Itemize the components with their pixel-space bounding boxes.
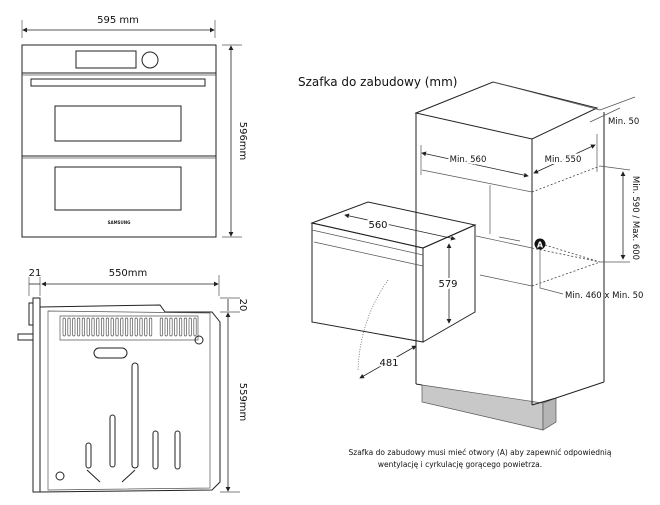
vent-slot xyxy=(67,317,71,337)
cabinet-plinth xyxy=(421,384,544,431)
vent-slot xyxy=(125,317,129,337)
installation-title: Szafka do zabudowy (mm) xyxy=(298,75,457,89)
oven-width-label: 560 xyxy=(368,220,387,231)
vent-slots xyxy=(62,317,197,337)
vent-slot xyxy=(188,317,192,337)
oven-height-label: 579 xyxy=(438,279,457,290)
vent-slot xyxy=(101,317,105,337)
oven-body-side xyxy=(39,304,221,493)
upper-window xyxy=(54,105,182,142)
vent-slot xyxy=(179,317,183,337)
vent-slot xyxy=(115,317,119,337)
display-panel xyxy=(75,50,137,69)
oven-front-face xyxy=(311,222,424,343)
front-thickness-label: 21 xyxy=(29,268,42,279)
vent-slot xyxy=(129,317,133,337)
vent-slot xyxy=(91,317,95,337)
vent-slot xyxy=(144,317,148,337)
oven-front-outline xyxy=(21,44,217,238)
top-offset-label: 20 xyxy=(237,299,248,312)
lower-window xyxy=(54,166,182,211)
vent-slot xyxy=(110,317,114,337)
vent-marker-label: A xyxy=(537,241,544,250)
note-line-2: wentylację i cyrkulację gorącego powietr… xyxy=(378,460,542,469)
vent-slot xyxy=(62,317,66,337)
body-height-label: 559mm xyxy=(237,383,248,422)
vent-slot xyxy=(169,317,173,337)
front-panel-profile xyxy=(32,297,41,493)
side-view: 21 550mm 20 559mm xyxy=(17,268,248,493)
oval-port xyxy=(93,347,128,359)
vent-slot xyxy=(105,317,109,337)
front-height-label: 596mm xyxy=(237,122,248,161)
vent-slot xyxy=(72,317,76,337)
vent-slot xyxy=(174,317,178,337)
front-view: 595 mm SAMSUNG 596mm xyxy=(21,15,248,238)
vent-marker-a xyxy=(534,238,546,250)
vent-slot xyxy=(96,317,100,337)
rear-gap-label: Min. 50 xyxy=(608,117,639,127)
installation-view: Szafka do zabudowy (mm) 560 579 481 Min. xyxy=(298,75,643,469)
vent-opening-label: Min. 460 x Min. 50 xyxy=(565,291,643,301)
vent-slot xyxy=(183,317,187,337)
front-width-label: 595 mm xyxy=(97,15,139,26)
vent-slot xyxy=(139,317,143,337)
door-swing-label: 481 xyxy=(379,358,398,369)
niche-width-label: Min. 560 xyxy=(450,155,487,165)
brand-logo: SAMSUNG xyxy=(108,220,131,225)
vent-slot xyxy=(134,317,138,337)
niche-height-label: Min. 590 / Max. 600 xyxy=(630,176,640,260)
control-knob xyxy=(141,51,159,69)
vent-slot xyxy=(164,317,168,337)
vent-slot xyxy=(149,317,153,337)
niche-depth-label: Min. 550 xyxy=(545,155,582,165)
note-line-1: Szafka do zabudowy musi mieć otwory (A) … xyxy=(349,448,612,457)
door-handle xyxy=(30,78,206,87)
vent-slot xyxy=(193,317,197,337)
cabinet-top xyxy=(414,81,599,140)
vent-slot xyxy=(77,317,81,337)
vent-slot xyxy=(86,317,90,337)
vent-slot xyxy=(120,317,124,337)
knob-profile xyxy=(17,333,34,341)
vent-slot xyxy=(159,317,163,337)
depth-label: 550mm xyxy=(109,268,148,279)
vent-slot xyxy=(81,317,85,337)
